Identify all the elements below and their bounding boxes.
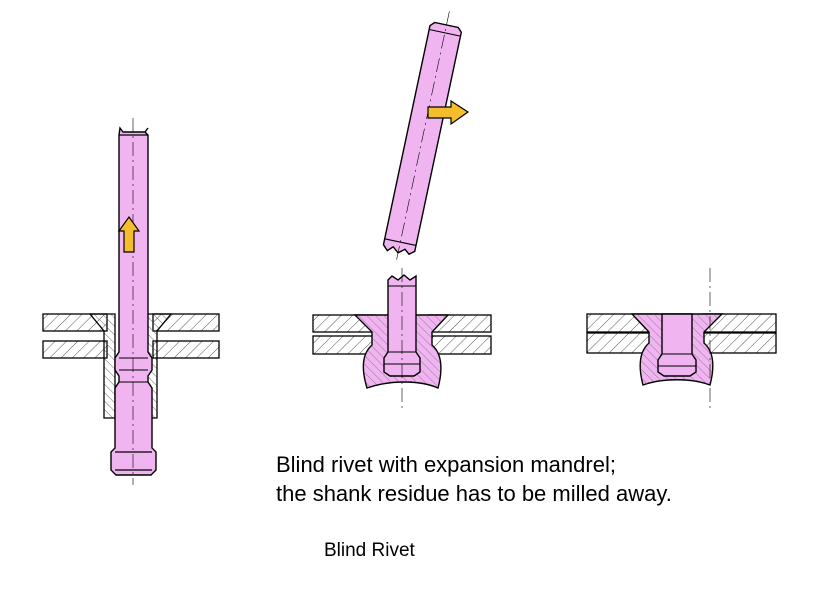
diagram-title: Blind Rivet bbox=[324, 540, 415, 561]
stage-2-mandrel-break bbox=[312, 11, 492, 412]
caption-line-2: the shank residue has to be milled away. bbox=[276, 481, 672, 506]
plate-bottom-left bbox=[42, 340, 108, 359]
plate-bottom-right-3 bbox=[702, 332, 777, 354]
stage-1-setting bbox=[42, 118, 220, 485]
rivet-sleeve-left bbox=[88, 313, 116, 419]
mandrel bbox=[110, 126, 157, 476]
arrow-right-icon bbox=[427, 99, 470, 126]
arrow-up-icon bbox=[117, 215, 141, 253]
plate-bottom-right bbox=[152, 340, 220, 359]
milled-mandrel-residue bbox=[657, 313, 697, 377]
stage-3-milled bbox=[586, 268, 777, 412]
caption-line-1: Blind rivet with expansion mandrel; bbox=[276, 452, 616, 477]
plate-bottom-left-2 bbox=[312, 335, 376, 355]
